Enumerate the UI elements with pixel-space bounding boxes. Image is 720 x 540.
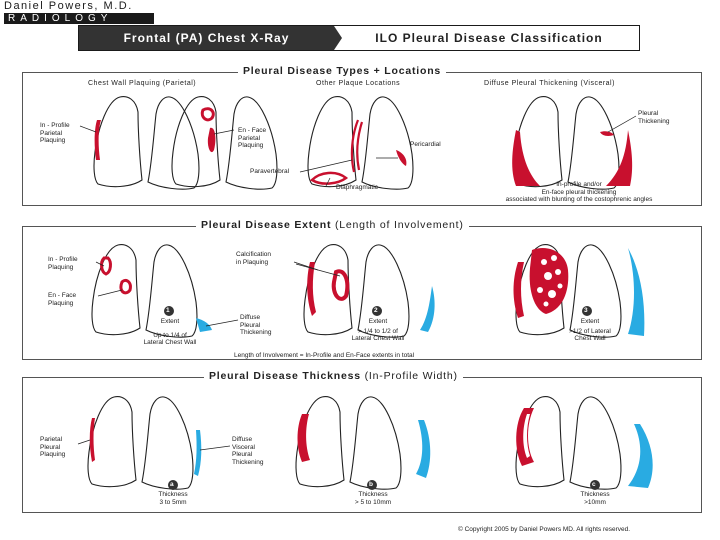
leader-lines-extent (96, 262, 340, 326)
thickness-a-diffuse (194, 430, 201, 476)
leader-lines-thickness (78, 440, 230, 450)
diffuse-thickening-left (512, 130, 540, 186)
extent3-diffuse (628, 248, 644, 336)
thickness-b-diffuse (416, 420, 430, 478)
extent3-en-face (530, 248, 569, 314)
extent-grade-markers (164, 306, 592, 316)
plaque-en-face-2 (208, 128, 216, 152)
extent3-in-profile (514, 262, 525, 318)
label-diaphragmatic: Diaphragmatic (336, 184, 378, 192)
extent-grade-2-num: 2 (374, 307, 378, 315)
extent-grade-1-num: 1 (166, 307, 170, 315)
thickness-grade-a-num: a (170, 481, 174, 489)
lungs-other-locations (308, 97, 413, 190)
thickness-grade-b: Thickness> 5 to 10mm (328, 491, 418, 506)
lungs-thickness-b (296, 397, 401, 490)
extent2-calcification (334, 271, 348, 299)
plaque-en-face-1 (202, 109, 213, 120)
thickness-grade-markers (168, 480, 600, 490)
label-paravertebral: Paravertebral (250, 168, 289, 176)
thickness-b-plaque (298, 414, 311, 462)
label-pericardial: Pericardial (410, 141, 441, 149)
thickness-a-plaque (90, 418, 95, 462)
extent-grade-3-num: 3 (584, 307, 588, 315)
diffuse-thickening-right (606, 130, 632, 186)
diffuse-lens (600, 131, 614, 136)
thickness-grade-c-num: c (592, 481, 596, 489)
lungs-chest-wall-1 (94, 97, 199, 190)
thickness-grade-c: Thickness>10mm (550, 491, 640, 506)
extent-footnote: Length of Involvement = In-Profile and E… (234, 352, 414, 359)
lungs-thickness-a (88, 397, 193, 490)
copyright: © Copyright 2005 by Daniel Powers MD. Al… (458, 526, 630, 533)
extent1-in-profile (102, 258, 111, 274)
thickness-c-diffuse (628, 424, 653, 488)
plaque-diaphragmatic (312, 173, 346, 184)
thickness-grade-b-num: b (369, 481, 373, 489)
extent2-in-profile (307, 262, 316, 316)
extent1-en-face (121, 280, 130, 292)
